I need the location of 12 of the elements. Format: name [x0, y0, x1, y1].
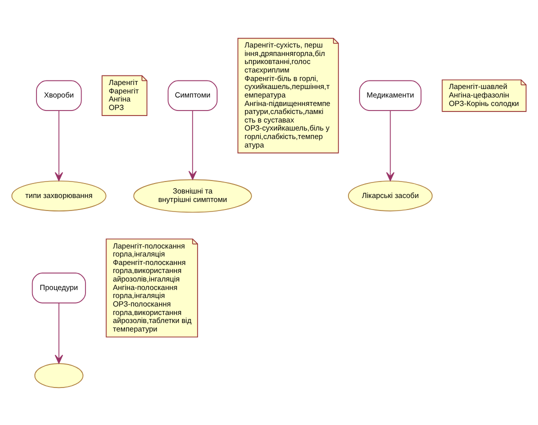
node-box: Симптоми [168, 80, 218, 110]
node-ellipse [34, 362, 84, 388]
node-ellipse: Лікарські засоби [348, 180, 433, 211]
arrow [188, 110, 197, 180]
arrow [386, 110, 394, 181]
arrow [54, 110, 64, 181]
node-box: Медикаменти [359, 80, 422, 110]
node-ellipse: типи захворювання [11, 180, 106, 211]
node-box: Хвороби [36, 80, 82, 110]
node-box: Процедури [32, 272, 86, 303]
arrow [54, 302, 64, 364]
node-ellipse: Зовнішні та внутрішні симптоми [133, 178, 252, 212]
